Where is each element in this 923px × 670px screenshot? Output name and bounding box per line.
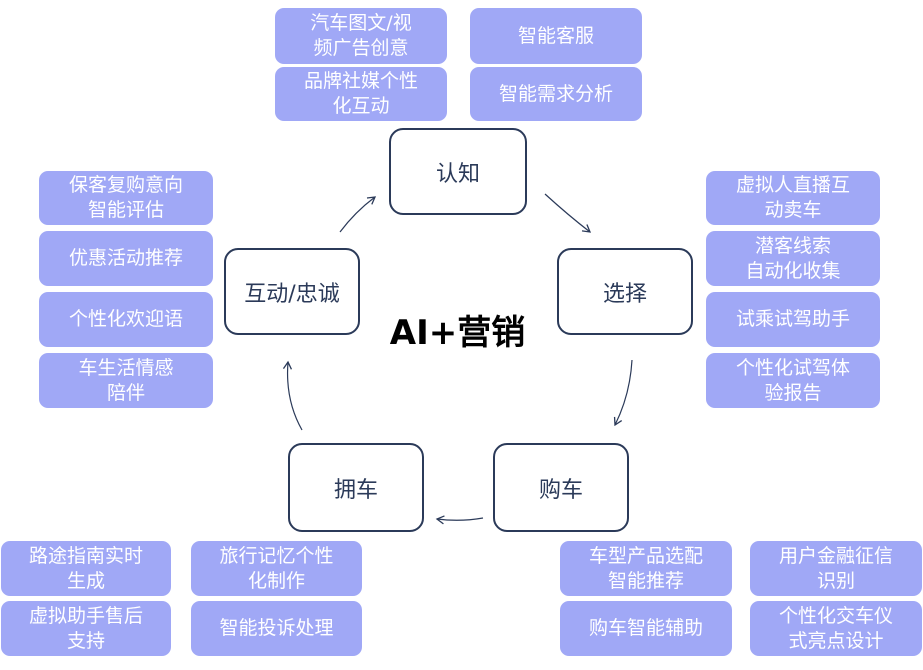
stage-ownership: 拥车 <box>288 443 424 532</box>
stage-awareness: 认知 <box>389 128 527 215</box>
awareness-item: 品牌社媒个性化互动 <box>275 67 447 121</box>
tag-line: 频广告创意 <box>313 37 409 59</box>
tag-line: 化互动 <box>332 95 390 117</box>
tag-line: 虚拟助手售后 <box>28 604 143 627</box>
tag-line: 品牌社媒个性 <box>303 70 418 92</box>
stage-purchase-label: 购车 <box>538 477 583 503</box>
stage-awareness-label: 认知 <box>435 161 480 187</box>
tag-line: 购车智能辅助 <box>588 617 703 639</box>
stage-ownership-label: 拥车 <box>333 477 378 503</box>
arrow-purchase-to-ownership <box>435 515 484 525</box>
ownership-item: 路途指南实时生成 <box>1 541 171 596</box>
tag-line: 试乘试驾助手 <box>735 308 850 330</box>
tag-line: 智能需求分析 <box>498 82 613 105</box>
tag-line: 化制作 <box>247 569 305 592</box>
tag-line: 用户金融征信 <box>778 544 893 567</box>
tag-line: 路途指南实时 <box>28 544 143 567</box>
tag-line: 陪伴 <box>106 381 145 404</box>
purchase-item: 用户金融征信识别 <box>750 541 922 596</box>
tag-line: 智能客服 <box>517 24 594 47</box>
selection-item: 虚拟人直播互动卖车 <box>706 171 880 225</box>
tag-line: 生成 <box>66 569 105 592</box>
tag-line: 动卖车 <box>764 199 822 221</box>
ownership-item: 智能投诉处理 <box>191 601 362 656</box>
tag-line: 智能评估 <box>87 199 164 221</box>
interaction-item: 车生活情感陪伴 <box>39 353 213 408</box>
tag-line: 个性化欢迎语 <box>68 308 183 330</box>
center-title: AI+营销 <box>389 312 526 353</box>
tag-line: 智能投诉处理 <box>219 617 334 639</box>
tag-line: 优惠活动推荐 <box>68 247 183 269</box>
tag-line: 车生活情感 <box>78 356 174 379</box>
stage-selection: 选择 <box>557 248 693 335</box>
selection-item: 个性化试驾体验报告 <box>706 353 880 408</box>
tag-line: 旅行记忆个性 <box>219 544 334 567</box>
tag-line: 识别 <box>816 569 855 592</box>
tag-line: 虚拟人直播互 <box>735 174 850 196</box>
tag-line: 个性化试驾体 <box>735 356 850 379</box>
tag-line: 智能推荐 <box>607 569 684 592</box>
tag-line: 保客复购意向 <box>68 174 183 196</box>
ownership-item: 旅行记忆个性化制作 <box>191 541 362 596</box>
arrow-selection-to-purchase <box>613 359 633 427</box>
awareness-item: 智能客服 <box>470 8 642 64</box>
purchase-item: 个性化交车仪式亮点设计 <box>750 601 922 656</box>
interaction-item: 保客复购意向智能评估 <box>39 171 213 225</box>
arrow-interaction-to-awareness <box>339 196 377 233</box>
purchase-item: 车型产品选配智能推荐 <box>560 541 732 596</box>
tag-line: 支持 <box>66 629 105 652</box>
arrow-ownership-to-interaction <box>282 360 303 431</box>
tag-line: 汽车图文/视 <box>310 12 412 34</box>
stage-selection-label: 选择 <box>602 281 647 307</box>
arrow-awareness-to-selection <box>544 193 592 233</box>
tag-line: 式亮点设计 <box>788 629 884 652</box>
selection-item: 试乘试驾助手 <box>706 292 880 347</box>
stage-interaction-label: 互动/忠诚 <box>244 281 340 307</box>
tag-line: 车型产品选配 <box>588 544 703 567</box>
tag-line: 验报告 <box>764 381 822 404</box>
stage-purchase: 购车 <box>493 443 629 532</box>
ownership-item: 虚拟助手售后支持 <box>1 601 171 656</box>
interaction-item: 个性化欢迎语 <box>39 292 213 347</box>
stage-interaction: 互动/忠诚 <box>224 248 360 335</box>
tag-line: 个性化交车仪 <box>778 604 893 627</box>
awareness-item: 智能需求分析 <box>470 67 642 121</box>
selection-item: 潜客线索自动化收集 <box>706 231 880 286</box>
interaction-item: 优惠活动推荐 <box>39 231 213 286</box>
purchase-item: 购车智能辅助 <box>560 601 732 656</box>
tag-line: 潜客线索 <box>754 234 831 257</box>
awareness-item: 汽车图文/视频广告创意 <box>275 8 447 64</box>
tag-line: 自动化收集 <box>745 259 841 282</box>
